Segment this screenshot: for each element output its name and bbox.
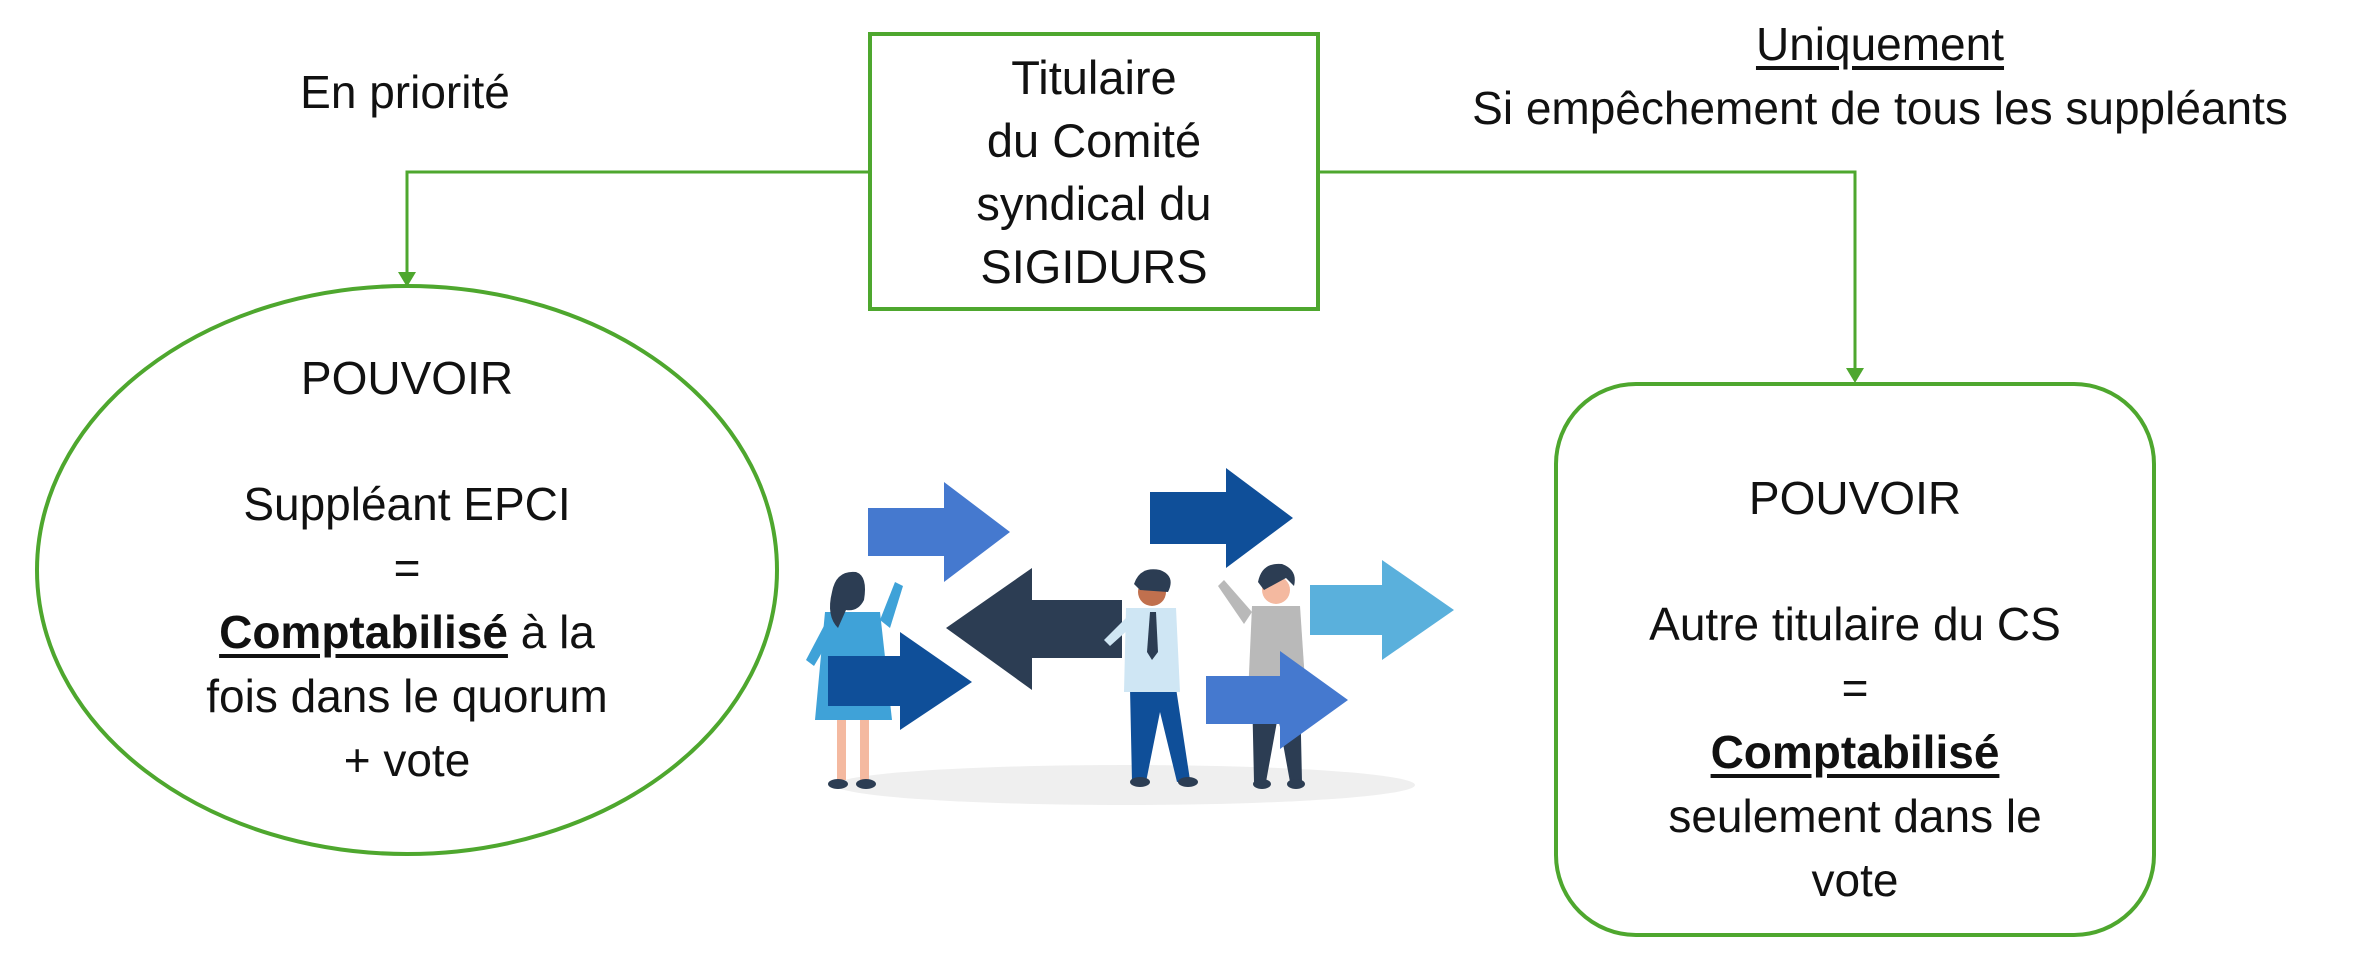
left-arrowhead xyxy=(398,272,416,287)
ground-shadow xyxy=(835,765,1415,805)
arrow-right-icon xyxy=(1150,468,1293,568)
right-vote-line: vote xyxy=(1811,854,1899,906)
right-arrowhead xyxy=(1846,368,1864,383)
priority-label: En priorité xyxy=(300,66,510,118)
left-ellipse-shape xyxy=(35,284,779,856)
arrow-left-icon xyxy=(946,568,1122,690)
titulaire-line-1: Titulaire xyxy=(1011,50,1177,104)
titulaire-box: Titulaire du Comité syndical du SIGIDURS xyxy=(868,32,1320,311)
right-comptabilise-bold: Comptabilisé xyxy=(1710,726,2000,778)
left-equals: = xyxy=(393,542,421,594)
right-rounded-box-shape xyxy=(1554,382,2156,937)
titulaire-line-4: SIGIDURS xyxy=(980,239,1208,293)
right-pouvoir-title: POUVOIR xyxy=(1748,472,1962,524)
right-equals: = xyxy=(1841,662,1869,714)
exception-label-condition: Si empêchement de tous les suppléants xyxy=(1472,82,2288,134)
left-pouvoir-title: POUVOIR xyxy=(300,352,514,404)
left-comptabilise-bold: Comptabilisé xyxy=(219,606,508,658)
titulaire-line-3: syndical du xyxy=(976,176,1212,230)
arrow-right-icon xyxy=(868,482,1010,582)
arrow-right-icon xyxy=(828,632,972,730)
titulaire-line-2: du Comité xyxy=(986,113,1202,167)
left-ellipse-content: POUVOIR Suppléant EPCI = Comptabilisé à … xyxy=(107,346,707,792)
exception-label: Uniquement Si empêchement de tous les su… xyxy=(1420,12,2340,140)
left-connector xyxy=(405,170,868,274)
right-seulement-line: seulement dans le xyxy=(1668,790,2042,842)
right-box-content: POUVOIR Autre titulaire du CS = Comptabi… xyxy=(1556,466,2154,912)
left-comptabilise-line: Comptabilisé à la xyxy=(219,600,595,664)
right-autre-titulaire-line: Autre titulaire du CS xyxy=(1649,598,2061,650)
exception-label-title: Uniquement xyxy=(1755,18,2005,70)
left-comptabilise-rest: à la xyxy=(507,606,595,658)
right-connector xyxy=(1320,170,1857,370)
left-quorum-line: fois dans le quorum xyxy=(206,670,608,722)
arrow-right-icon xyxy=(1206,651,1348,749)
man-figure xyxy=(1104,569,1198,787)
arrow-right-icon xyxy=(1310,560,1454,660)
left-suppleant-line: Suppléant EPCI xyxy=(243,478,571,530)
left-vote-line: + vote xyxy=(343,734,471,786)
